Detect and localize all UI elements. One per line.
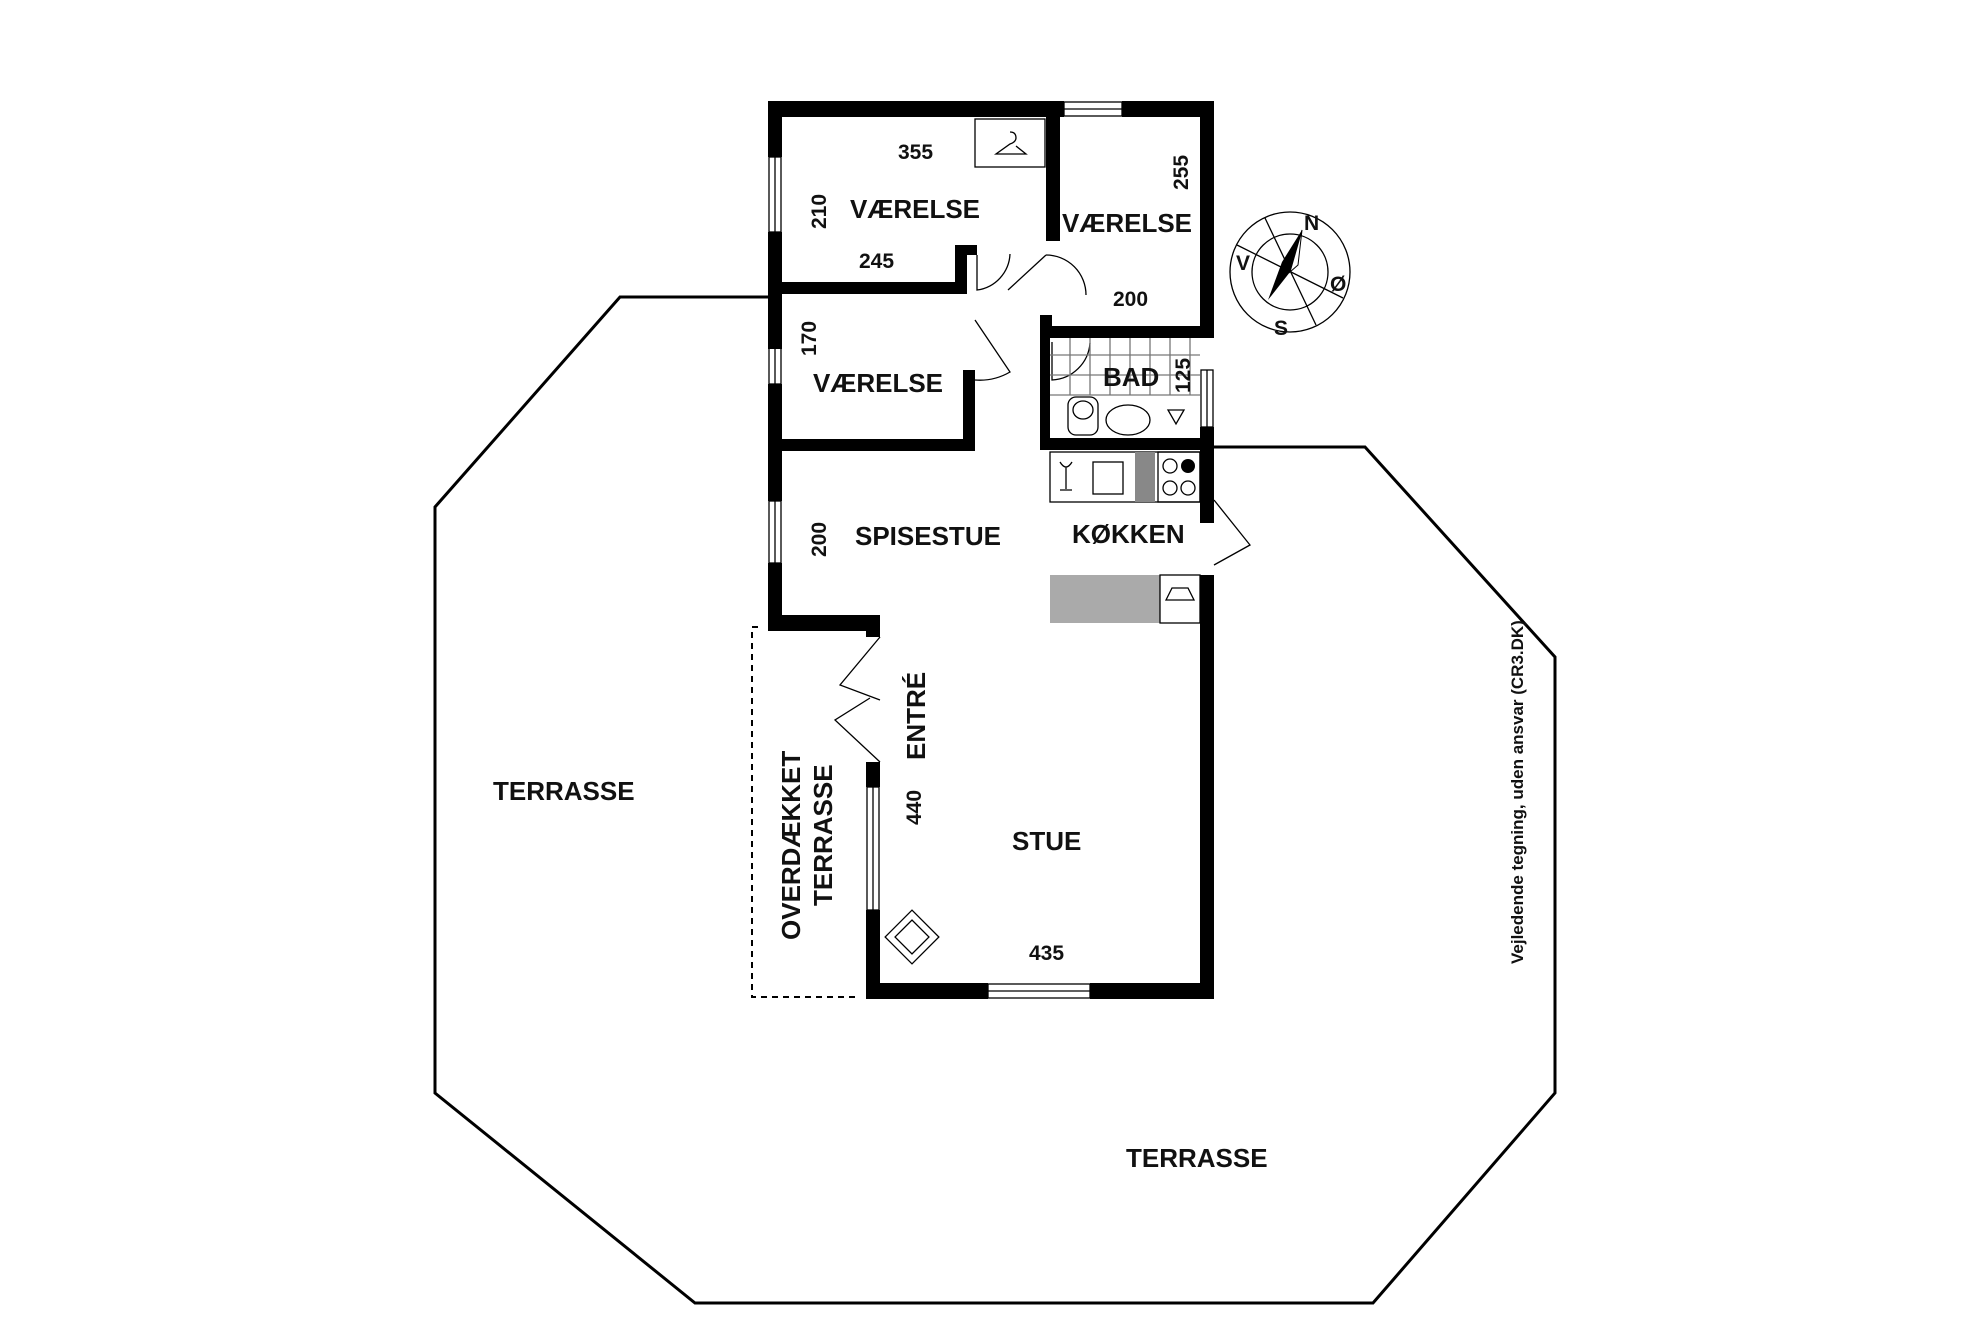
bathroom-fixtures — [1050, 338, 1200, 436]
room-label-covered-terrace-2: TERRASSE — [808, 764, 838, 906]
dimension-label: 200 — [808, 522, 831, 557]
dimension-label: 170 — [798, 321, 821, 356]
kitchen-sink-icon — [1059, 461, 1124, 495]
room-label-terrace-west: TERRASSE — [493, 776, 635, 806]
windows — [768, 101, 1214, 999]
room-label-dining: SPISESTUE — [855, 521, 1001, 551]
door-swing-icon — [833, 253, 1251, 763]
dimension-label: 440 — [903, 790, 926, 825]
sink-icon — [1105, 404, 1151, 436]
toilet-icon — [1067, 396, 1099, 436]
stove-icon — [1157, 451, 1201, 503]
room-label-kitchen: KØKKEN — [1072, 519, 1185, 549]
dimension-label: 125 — [1172, 358, 1195, 393]
shower-icon — [1166, 409, 1186, 426]
compass-west: V — [1236, 252, 1250, 275]
dimension-label: 210 — [808, 194, 831, 229]
hanger-icon — [993, 131, 1028, 155]
dimension-label: 255 — [1170, 155, 1193, 190]
room-label-bathroom: BAD — [1103, 362, 1159, 392]
room-label-living: STUE — [1012, 826, 1081, 856]
dimension-label: 200 — [1113, 288, 1148, 311]
room-label-covered-terrace-1: OVERDÆKKET — [776, 751, 806, 940]
dimension-label: 355 — [898, 141, 933, 164]
room-label-terrace-south: TERRASSE — [1126, 1143, 1268, 1173]
room-label-bedroom-2: VÆRELSE — [1062, 208, 1192, 238]
dimension-label: 245 — [859, 250, 894, 273]
fireplace-icon — [884, 909, 940, 965]
dimension-label: 435 — [1029, 942, 1064, 965]
terrace-outline — [433, 295, 1557, 1305]
room-label-bedroom-1: VÆRELSE — [850, 194, 980, 224]
room-label-bedroom-3: VÆRELSE — [813, 368, 943, 398]
covered-terrace-outline — [751, 626, 860, 998]
disclaimer-note: Vejledende tegning, uden ansvar (CR3.DK) — [1508, 620, 1527, 964]
compass-north: N — [1304, 212, 1319, 235]
kitchen-fixtures — [1049, 451, 1201, 624]
wardrobe — [974, 118, 1046, 168]
compass-east: Ø — [1330, 273, 1346, 296]
room-label-entrance: ENTRÉ — [901, 672, 931, 760]
walls — [768, 101, 1214, 999]
compass-south: S — [1274, 317, 1288, 340]
compass-rose-icon: N S Ø V — [1229, 211, 1351, 340]
